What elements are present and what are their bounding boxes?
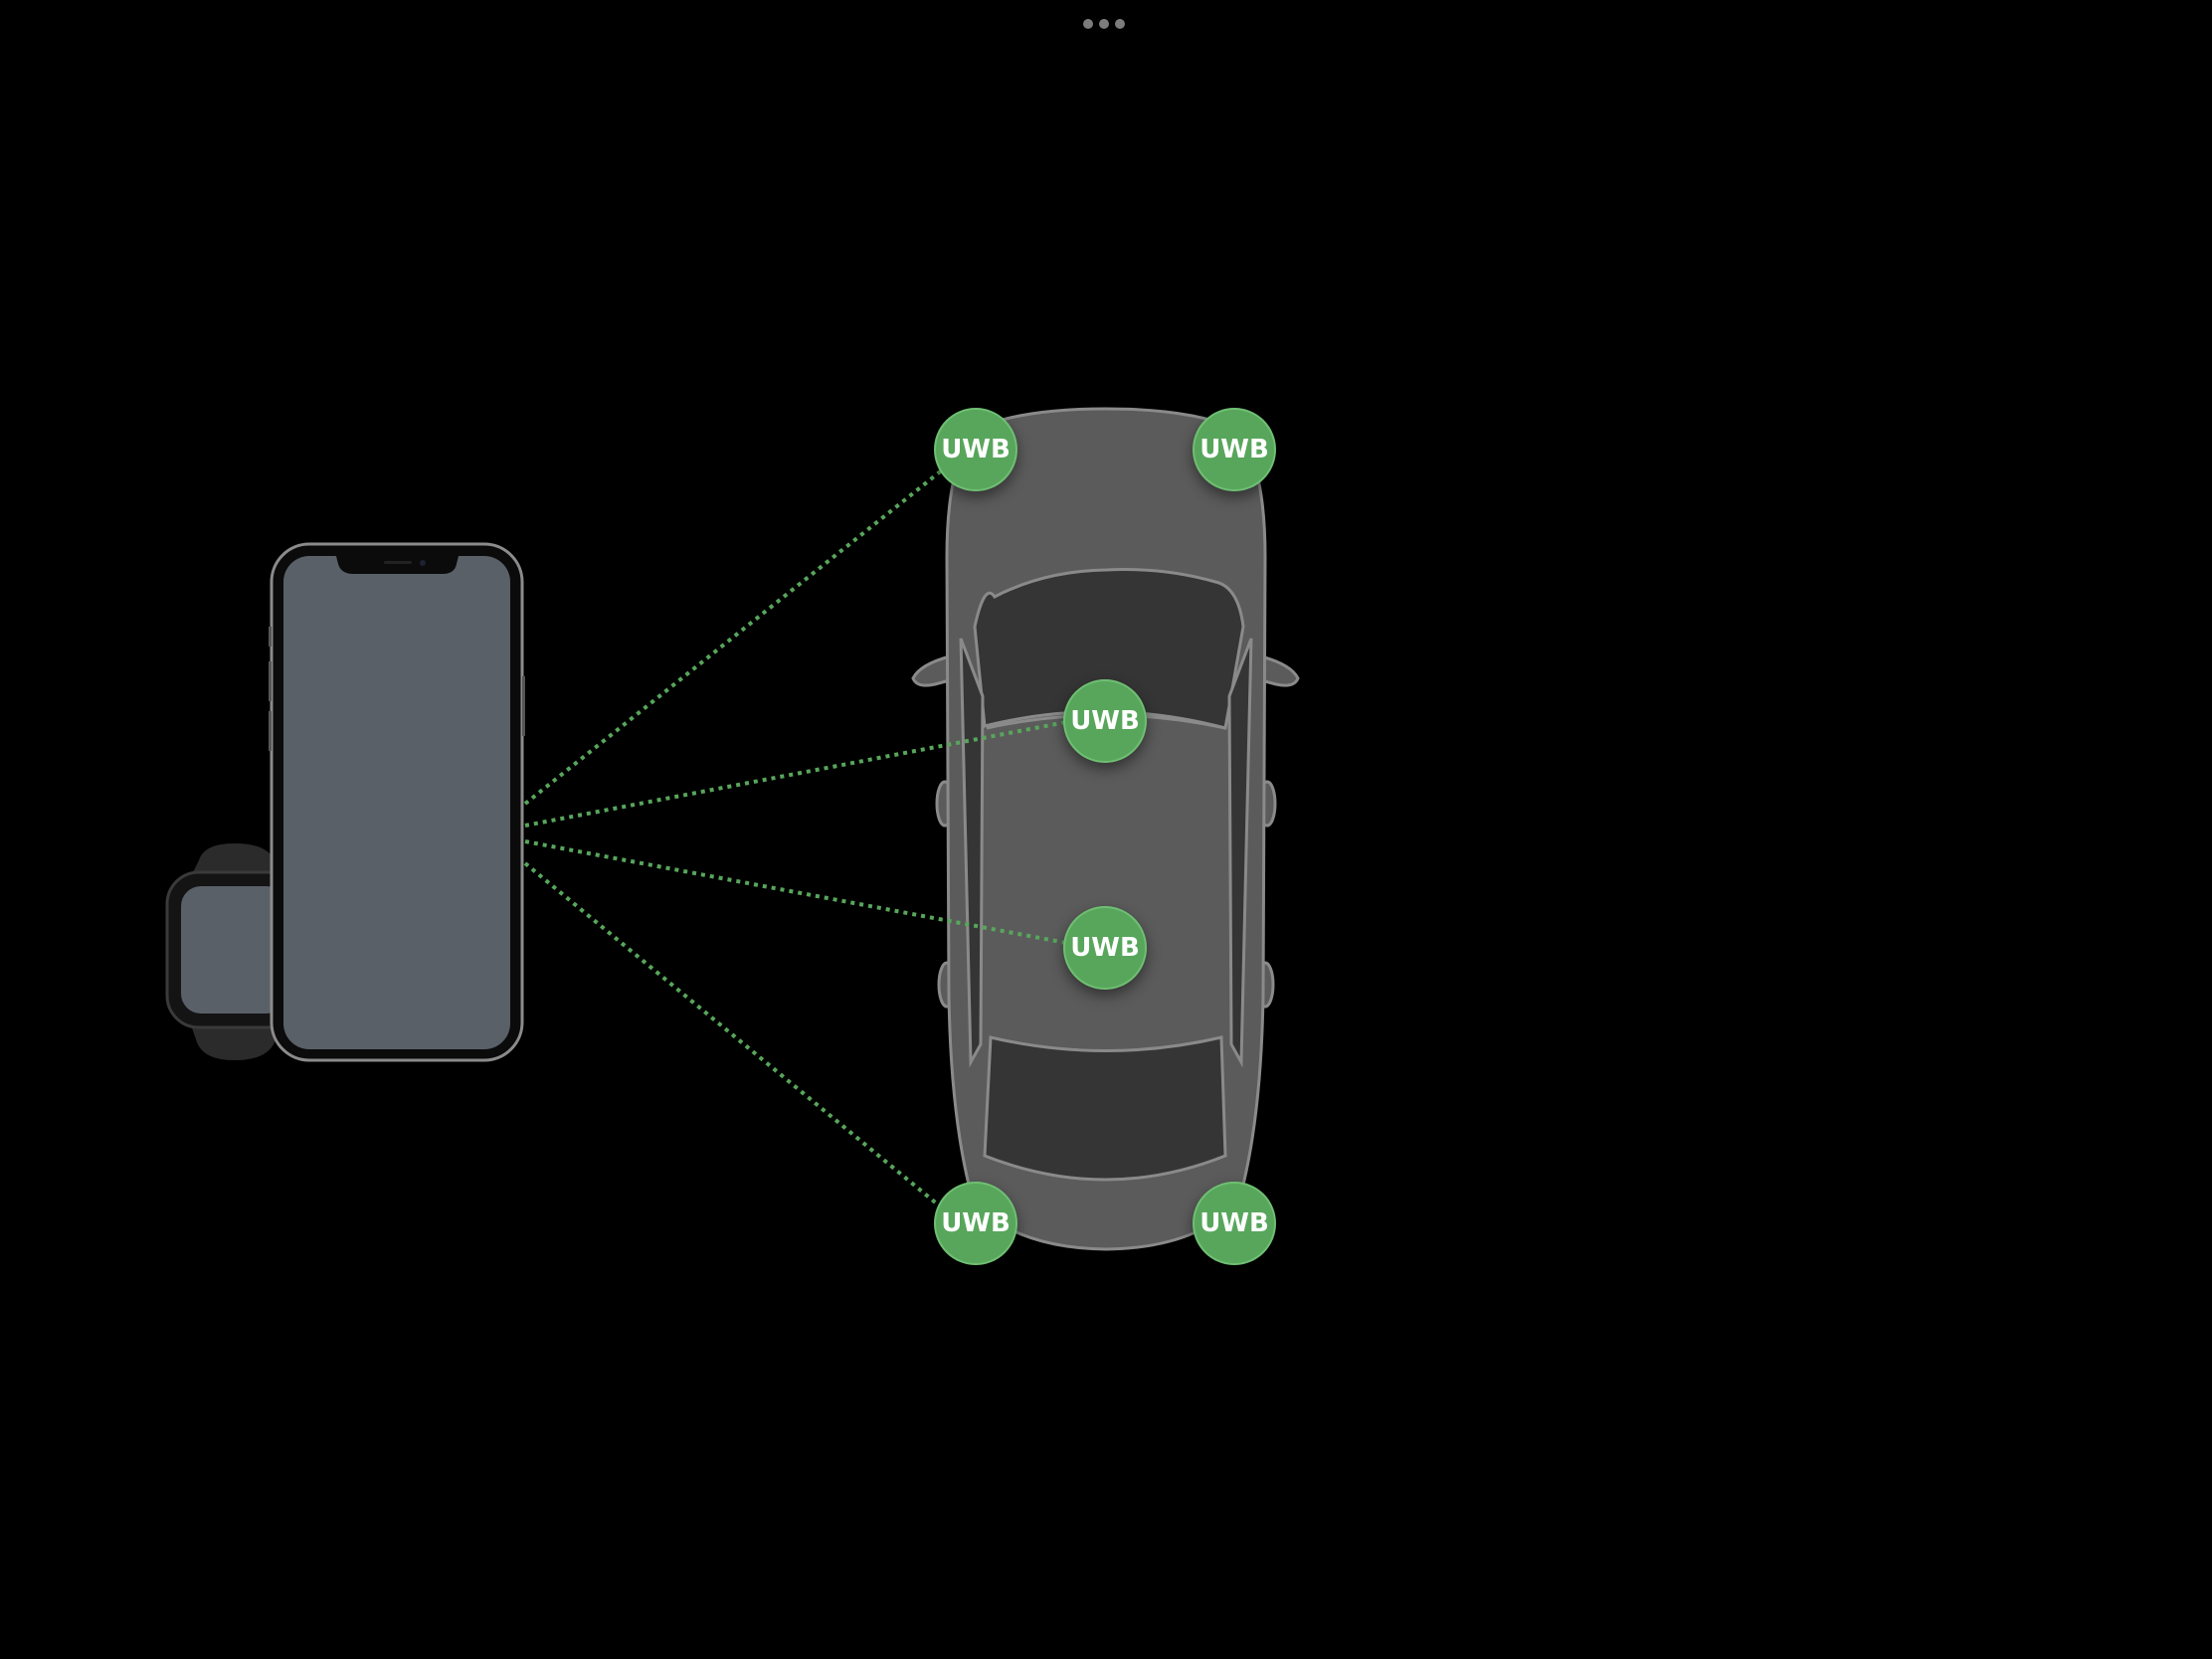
dot-icon xyxy=(1083,19,1093,29)
uwb-anchor-cabin-front: UWB xyxy=(1063,679,1147,763)
uwb-links xyxy=(523,467,1067,1207)
uwb-anchor-rear-left: UWB xyxy=(934,1182,1017,1265)
dot-icon xyxy=(1099,19,1109,29)
uwb-anchor-front-left: UWB xyxy=(934,408,1017,491)
car-illustration xyxy=(911,407,1300,1251)
more-options-button[interactable] xyxy=(1083,19,1125,29)
dot-icon xyxy=(1115,19,1125,29)
uwb-anchor-cabin-rear: UWB xyxy=(1063,906,1147,990)
uwb-anchor-rear-right: UWB xyxy=(1193,1182,1276,1265)
iphone-illustration xyxy=(269,542,525,1062)
uwb-anchor-front-right: UWB xyxy=(1193,408,1276,491)
